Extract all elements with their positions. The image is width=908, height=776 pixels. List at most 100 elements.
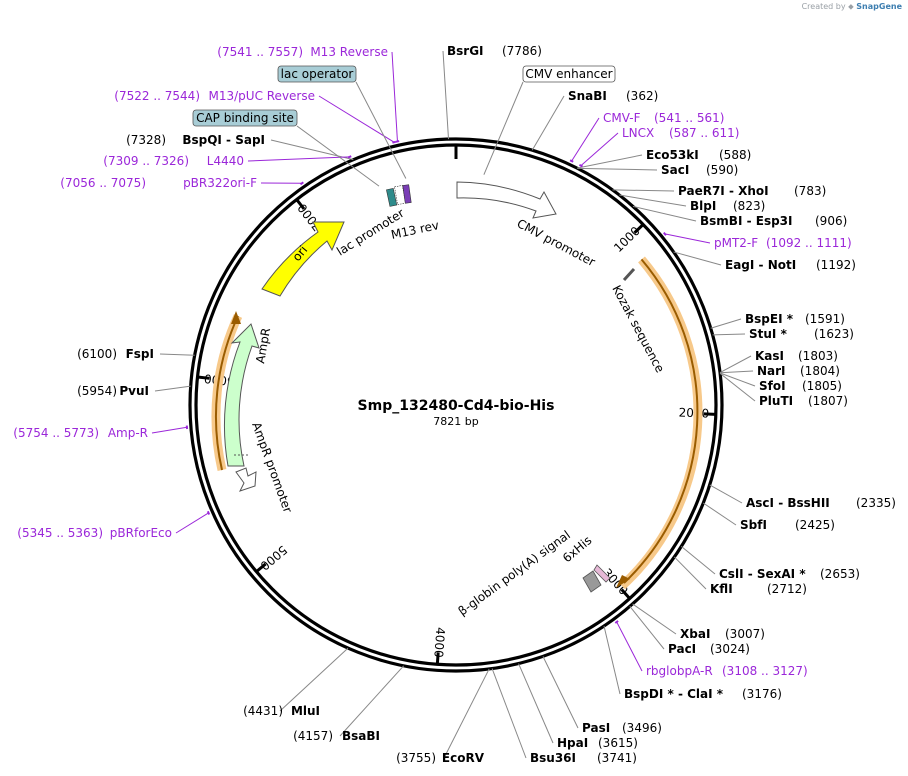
enzyme-right-pos-0[interactable]: (7786) [502,44,542,58]
enzyme-left-2[interactable]: PvuI [119,384,149,398]
enzyme-right-4[interactable]: PaeR7I - XhoI [678,184,769,198]
primer-name-8[interactable]: pMT2-F [714,236,758,250]
enzyme-leader-3 [577,167,658,171]
primer-leader-6 [571,117,600,162]
primer-range-8[interactable]: (1092 .. 1111) [766,236,852,250]
enzyme-right-pos-23[interactable]: (3741) [597,751,637,765]
enzyme-left-pos-4[interactable]: (4157) [293,729,333,743]
enzyme-left-pos-1[interactable]: (6100) [77,347,117,361]
primer-name-3[interactable]: pBR322ori-F [183,176,257,190]
enzyme-right-12[interactable]: SfoI [759,379,786,393]
primer-name-9[interactable]: rbglobpA-R [646,664,713,678]
enzyme-right-pos-4[interactable]: (783) [794,184,826,198]
enzyme-right-15[interactable]: SbfI [740,518,767,532]
enzyme-left-3[interactable]: EcoRV [442,751,485,765]
enzyme-right-pos-22[interactable]: (3615) [598,736,638,750]
his-tag-feature[interactable] [593,564,611,583]
enzyme-right-6[interactable]: BsmBI - Esp3I [700,214,793,228]
ori-feature[interactable] [261,221,345,297]
enzyme-right-pos-1[interactable]: (362) [626,89,658,103]
enzyme-right-2[interactable]: Eco53kI [646,148,699,162]
primer-name-6[interactable]: CMV-F [603,111,641,125]
enzyme-left-pos-5[interactable]: (4431) [243,704,283,718]
primer-range-3[interactable]: (7056 .. 7075) [60,176,146,190]
primer-leader-0 [391,51,398,142]
primer-name-0[interactable]: M13 Reverse [310,45,388,59]
enzyme-right-3[interactable]: SacI [661,163,689,177]
enzyme-right-pos-5[interactable]: (823) [733,199,765,213]
enzyme-right-18[interactable]: XbaI [680,627,710,641]
enzyme-left-1[interactable]: FspI [126,347,154,361]
primer-name-2[interactable]: L4440 [207,154,244,168]
enzyme-right-13[interactable]: PluTI [759,394,793,408]
primer-name-7[interactable]: LNCX [622,126,654,140]
primer-range-9[interactable]: (3108 .. 3127) [722,664,808,678]
enzyme-right-21[interactable]: PasI [582,721,610,735]
enzyme-right-17[interactable]: KflI [710,582,733,596]
enzyme-right-19[interactable]: PacI [668,642,696,656]
enzyme-leader-23 [491,668,527,759]
enzyme-left-5[interactable]: MluI [291,704,320,718]
kozak-feature[interactable] [622,267,636,282]
enzyme-right-pos-21[interactable]: (3496) [622,721,662,735]
cap-site-feature[interactable] [386,187,398,207]
enzyme-left-pos-3[interactable]: (3755) [396,751,436,765]
enzyme-right-pos-7[interactable]: (1192) [816,258,856,272]
m13-rev-feature[interactable] [402,184,412,204]
cap-binding-site-box[interactable] [192,109,298,127]
enzyme-right-9[interactable]: StuI * [749,327,788,341]
enzyme-right-pos-8[interactable]: (1591) [805,312,845,326]
enzyme-right-pos-17[interactable]: (2712) [767,582,807,596]
enzyme-right-pos-15[interactable]: (2425) [795,518,835,532]
enzyme-right-pos-12[interactable]: (1805) [802,379,842,393]
enzyme-right-5[interactable]: BlpI [690,199,716,213]
primer-range-2[interactable]: (7309 .. 7326) [103,154,189,168]
enzyme-left-pos-0[interactable]: (7328) [126,133,166,147]
enzyme-right-pos-18[interactable]: (3007) [725,627,765,641]
polya-feature[interactable] [582,570,602,593]
enzyme-right-20[interactable]: BspDI * - ClaI * [624,687,724,701]
ampr-promoter-feature[interactable] [235,467,257,492]
primer-range-0[interactable]: (7541 .. 7557) [217,45,303,59]
enzyme-right-11[interactable]: NarI [757,364,786,378]
enzyme-right-pos-2[interactable]: (588) [719,148,751,162]
cmv-promoter-feature[interactable] [456,181,557,219]
enzyme-right-pos-13[interactable]: (1807) [808,394,848,408]
tick-mark-1000 [633,223,645,234]
enzyme-right-pos-6[interactable]: (906) [815,214,847,228]
enzyme-right-14[interactable]: AscI - BssHII [746,496,830,510]
enzyme-right-8[interactable]: BspEI * [745,312,794,326]
enzyme-right-22[interactable]: HpaI [557,736,588,750]
enzyme-right-16[interactable]: CslI - SexAI * [719,567,806,581]
enzyme-right-0[interactable]: BsrGI [447,44,484,58]
enzyme-right-10[interactable]: KasI [755,349,784,363]
enzyme-right-7[interactable]: EagI - NotI [725,258,796,272]
lac-operator-feature[interactable] [394,185,406,205]
primer-name-1[interactable]: M13/pUC Reverse [209,89,316,103]
ampr-feature[interactable] [223,323,260,467]
enzyme-right-1[interactable]: SnaBI [568,89,607,103]
enzyme-right-pos-20[interactable]: (3176) [742,687,782,701]
enzyme-right-pos-19[interactable]: (3024) [710,642,750,656]
cmv-enhancer-box[interactable] [522,65,616,83]
enzyme-left-pos-2[interactable]: (5954) [77,384,117,398]
primer-range-7[interactable]: (587 .. 611) [669,126,739,140]
lac-operator-box[interactable] [277,65,357,83]
primer-range-6[interactable]: (541 .. 561) [654,111,724,125]
enzyme-left-4[interactable]: BsaBI [342,729,380,743]
enzyme-right-pos-9[interactable]: (1623) [814,327,854,341]
enzyme-right-pos-3[interactable]: (590) [706,163,738,177]
ampr-label: AmpR [253,327,273,365]
enzyme-right-pos-14[interactable]: (2335) [856,496,896,510]
enzyme-right-pos-16[interactable]: (2653) [820,567,860,581]
primer-leader-2 [247,156,350,162]
primer-name-4[interactable]: Amp-R [108,426,148,440]
enzyme-right-23[interactable]: Bsu36I [530,751,576,765]
primer-name-5[interactable]: pBRforEco [110,526,172,540]
enzyme-right-pos-11[interactable]: (1804) [800,364,840,378]
enzyme-left-0[interactable]: BspQI - SapI [182,133,265,147]
enzyme-right-pos-10[interactable]: (1803) [798,349,838,363]
primer-range-5[interactable]: (5345 .. 5363) [17,526,103,540]
primer-range-4[interactable]: (5754 .. 5773) [13,426,99,440]
primer-range-1[interactable]: (7522 .. 7544) [114,89,200,103]
